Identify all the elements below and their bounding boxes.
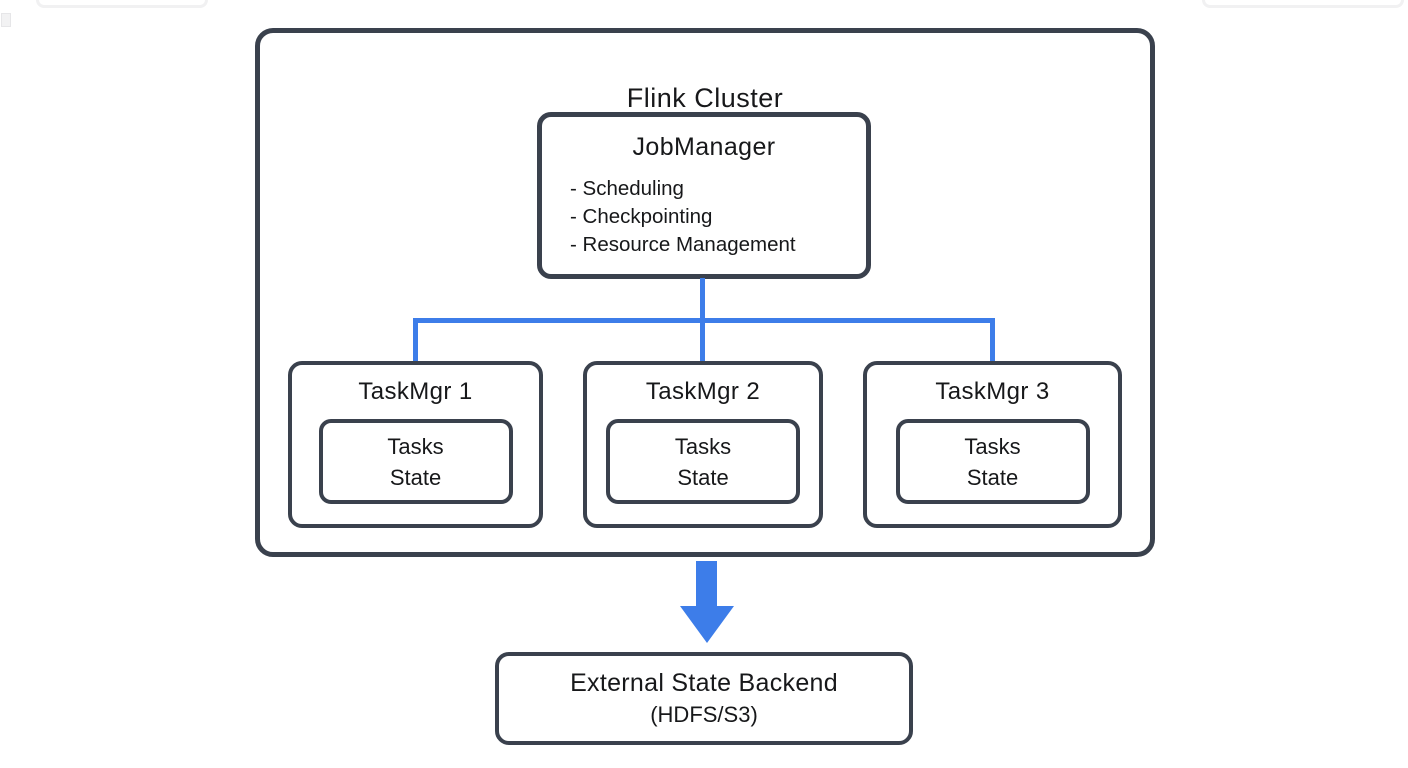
state-label: State <box>677 464 729 490</box>
down-arrow-icon <box>696 561 717 611</box>
connector-trunk-line <box>700 278 705 323</box>
task-manager-3-box: TaskMgr 3 Tasks State <box>863 361 1122 528</box>
task-manager-3-label: TaskMgr 3 <box>935 378 1050 405</box>
job-manager-box: JobManager - Scheduling - Checkpointing … <box>537 112 871 279</box>
external-backend-title: External State Backend <box>570 669 838 697</box>
job-manager-responsibility: - Resource Management <box>570 233 796 256</box>
task-manager-1-label: TaskMgr 1 <box>358 378 473 405</box>
task-manager-2-label: TaskMgr 2 <box>645 378 761 405</box>
tasks-label: Tasks <box>674 433 732 459</box>
state-label: State <box>966 464 1019 490</box>
connector-drop-line-1 <box>413 320 418 363</box>
external-backend-box: External State Backend (HDFS/S3) <box>495 652 913 745</box>
state-label: State <box>389 464 442 490</box>
task-manager-1-box: TaskMgr 1 Tasks State <box>288 361 543 528</box>
flink-cluster-title: Flink Cluster <box>626 83 784 113</box>
task-manager-3-inner-box: Tasks State <box>895 419 1090 504</box>
job-manager-title: JobManager <box>632 133 776 161</box>
top-right-artifact <box>1202 0 1404 8</box>
tasks-label: Tasks <box>964 433 1021 459</box>
external-backend-subtitle: (HDFS/S3) <box>650 702 758 727</box>
connector-drop-line-3 <box>990 320 995 363</box>
top-left-artifact <box>36 0 208 8</box>
tasks-label: Tasks <box>387 433 444 459</box>
left-edge-artifact <box>1 13 11 27</box>
task-manager-1-inner-box: Tasks State <box>318 419 513 504</box>
connector-drop-line-2 <box>700 320 705 363</box>
task-manager-2-box: TaskMgr 2 Tasks State <box>583 361 823 528</box>
job-manager-responsibility: - Scheduling <box>570 177 684 200</box>
job-manager-responsibility: - Checkpointing <box>570 205 713 228</box>
job-manager-responsibilities: - Scheduling - Checkpointing - Resource … <box>570 175 866 259</box>
task-manager-2-inner-box: Tasks State <box>606 419 800 504</box>
down-arrow-icon <box>680 606 734 643</box>
